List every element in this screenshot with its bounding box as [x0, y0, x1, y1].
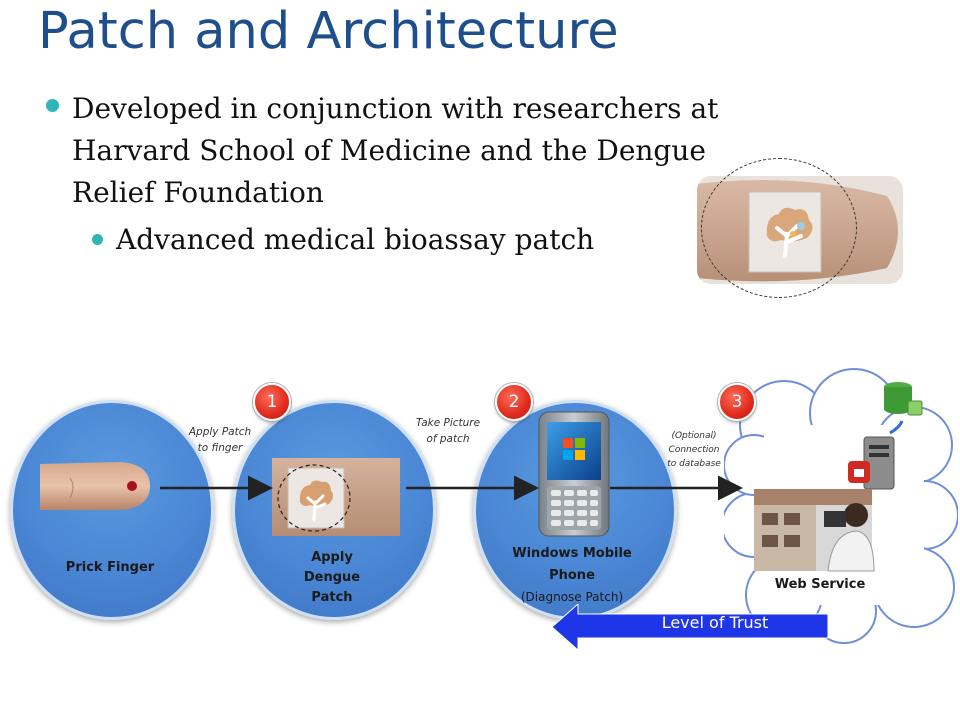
- step-badge-1: 1: [253, 383, 291, 421]
- apply-patch-label-line1: Apply: [311, 550, 353, 565]
- take-picture-note-line1: Take Picture: [415, 417, 481, 429]
- step-badge-3: 3: [718, 383, 756, 421]
- bullet-sub: Advanced medical bioassay patch: [116, 223, 595, 256]
- web-service-cloud: [724, 368, 958, 644]
- apply-patch-label-line2: Dengue: [303, 570, 361, 585]
- phone-label-line2: Phone: [549, 568, 595, 583]
- connection-note: (Optional) Connection to database: [656, 429, 732, 471]
- apply-patch-note-line2: to finger: [197, 442, 243, 454]
- phone-sublabel: (Diagnose Patch): [520, 590, 624, 604]
- finger-image: [40, 462, 150, 510]
- apply-patch-note: Apply Patch to finger: [180, 424, 260, 456]
- level-of-trust-arrow: [552, 604, 829, 650]
- server-icon: [848, 436, 895, 490]
- level-of-trust-label: Level of Trust: [661, 613, 769, 632]
- slide-title: Patch and Architecture: [38, 2, 619, 61]
- bullet-marker: [46, 99, 59, 112]
- phone-image: [538, 411, 610, 537]
- bullet-main: Developed in conjunction with researcher…: [72, 92, 719, 209]
- connection-note-line1: (Optional): [671, 431, 717, 441]
- connection-note-line3: to database: [667, 459, 721, 469]
- apply-patch-label-line3: Patch: [311, 590, 353, 605]
- patch-highlight-ellipse: [701, 158, 857, 298]
- connection-note-line2: Connection: [668, 445, 720, 455]
- step-badge-2: 2: [495, 383, 533, 421]
- sub-bullet-marker: [92, 234, 103, 245]
- phone-label: Windows Mobile Phone: [497, 543, 647, 587]
- phone-label-line1: Windows Mobile: [512, 546, 632, 561]
- take-picture-note-line2: of patch: [426, 433, 470, 445]
- web-service-label: Web Service: [774, 577, 866, 592]
- database-icon: [884, 382, 923, 435]
- prick-finger-label: Prick Finger: [65, 560, 155, 575]
- apply-patch-label: Apply Dengue Patch: [282, 548, 382, 608]
- flow-arrows: [160, 475, 743, 501]
- patch-on-finger-image: [272, 458, 400, 536]
- apply-patch-note-line1: Apply Patch: [188, 426, 252, 438]
- take-picture-note: Take Picture of patch: [404, 415, 492, 447]
